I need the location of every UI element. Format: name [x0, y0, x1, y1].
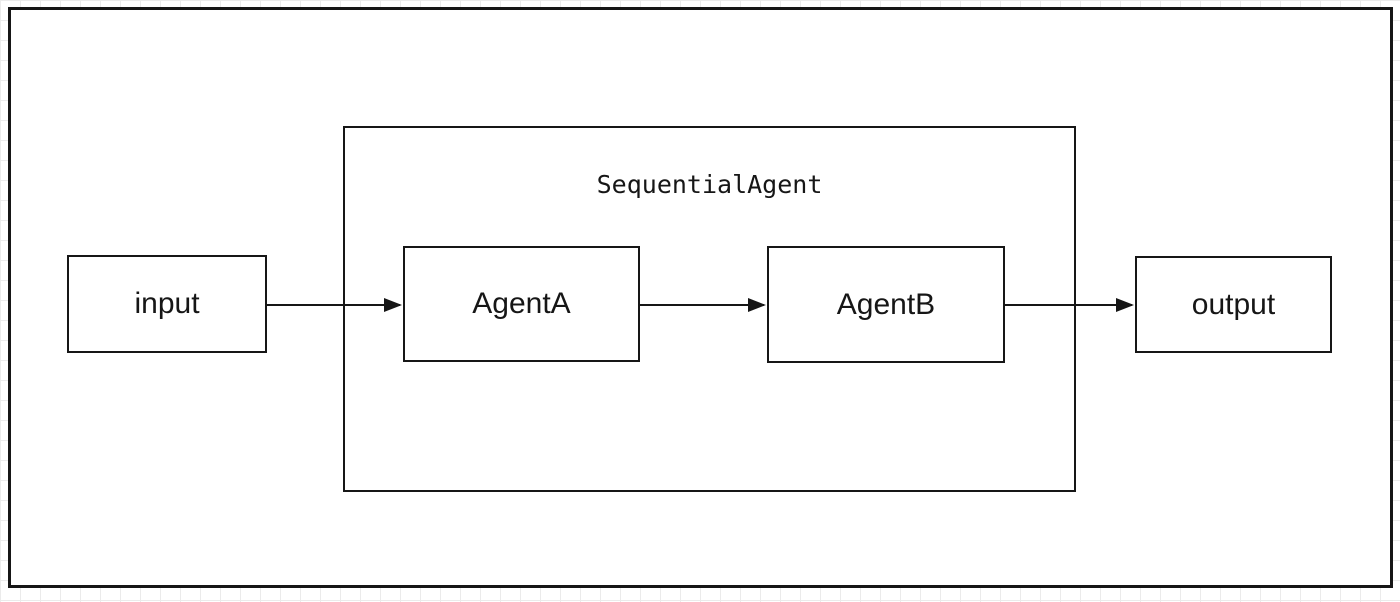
sequential-agent-group-label: SequentialAgent	[596, 170, 823, 199]
node-output-label: output	[1191, 287, 1276, 321]
node-output[interactable]: output	[1135, 256, 1332, 353]
node-agent-a-label: AgentA	[472, 287, 571, 320]
sequential-agent-group[interactable]	[343, 126, 1076, 492]
node-agent-b-label: AgentB	[836, 287, 936, 321]
node-input[interactable]: input	[67, 255, 267, 353]
node-agent-a[interactable]: AgentA	[403, 246, 640, 362]
node-agent-b[interactable]: AgentB	[767, 246, 1005, 363]
node-input-label: input	[134, 287, 200, 320]
